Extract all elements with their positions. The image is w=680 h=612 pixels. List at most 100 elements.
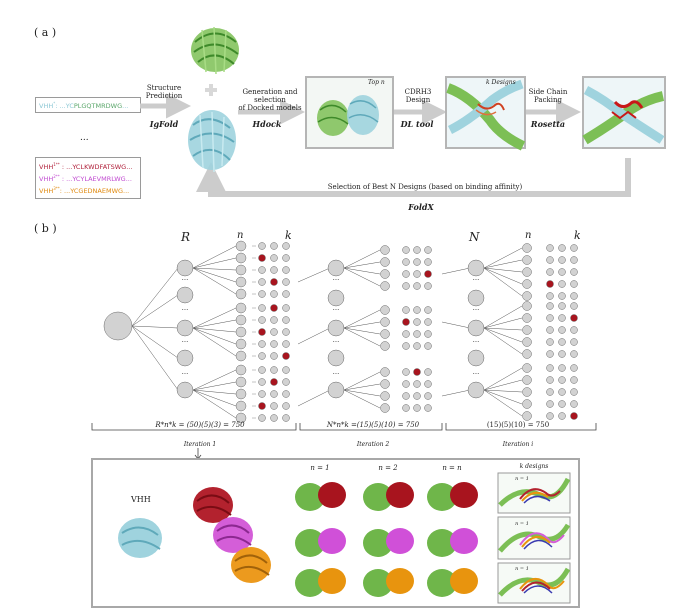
iteration-1-name: Iteration 1 [183,441,217,448]
iteri-k-node [546,400,554,408]
header-N: N [469,230,480,244]
n-node [235,338,247,350]
iteri-n-node [522,363,532,373]
complex-binder [450,528,478,554]
feedback-label: Selection of Best N Designs (based on bi… [327,183,523,191]
r-node [176,381,194,399]
iteri-node [467,349,485,367]
complex-binder [450,482,478,508]
variant-1-colon: : ... [59,163,73,172]
iteri-k-node [546,388,554,396]
ellipsis-dots: ··· [473,338,480,346]
iter2-n-node [380,317,390,327]
ellipsis-dots: ··· [182,338,189,346]
k-node [258,290,266,298]
n-node [235,326,247,338]
iteri-k-node [546,268,554,276]
n-node [235,288,247,300]
iter2-k-node [424,380,432,388]
tree-edge [297,327,331,345]
complex-target [427,529,457,557]
iter2-k-node [402,368,410,376]
header-n-2: n [525,230,532,241]
iteri-k-node [570,326,578,334]
tree-edge [483,259,523,269]
iteri-k-node [546,280,554,288]
iter2-k-node [402,258,410,266]
iter2-k-node [413,342,421,350]
iter2-k-node [424,330,432,338]
k-node [270,378,278,386]
iteri-k-node [546,302,554,310]
iter2-k-node [424,282,432,290]
iter2-k-node [424,342,432,350]
iteri-n-node [522,375,532,385]
k-node [270,254,278,262]
r-node [176,349,194,367]
k-node [258,316,266,324]
iter2-k-node [402,404,410,412]
variant-magenta-image [213,517,253,553]
header-k-1: k [285,229,292,242]
tree-edge [192,327,237,345]
iter2-k-node [424,258,432,266]
ellipsis-dots: ··· [333,306,340,314]
n-node [235,388,247,400]
k-node [258,352,266,360]
variant-1: VHH1** : ...YCLKWDFATSWG... [39,160,137,172]
iter2-k-node [402,306,410,314]
tree-edge [343,371,381,391]
k-node [282,328,290,336]
complex-binder [386,528,414,554]
k-node [282,316,290,324]
iter2-node [327,259,345,277]
panel-a-graphics [140,26,666,197]
iter2-k-node [413,270,421,278]
complex-binder [386,482,414,508]
n-node [235,376,247,388]
target-protein-image [191,26,239,75]
iteri-n-node [522,399,532,409]
col-label-n2: n = 2 [378,464,398,472]
iteri-k-node [558,350,566,358]
iter2-k-node [424,270,432,278]
iter2-k-node [402,330,410,338]
iteri-k-node [558,244,566,252]
tree-edge [192,267,237,283]
ellipsis-dots: ··· [473,306,480,314]
iteri-node [467,289,485,307]
iteri-k-node [570,412,578,420]
tree-edge [483,267,523,285]
iteri-k-node [546,244,554,252]
iteration-1-formula: R*n*k = (50)(5)(3) = 750 [155,421,245,429]
tree-edge [192,389,237,407]
tree-edge [483,317,523,329]
iter2-n-node [380,341,390,351]
k-node [282,352,290,360]
iteri-n-node [522,301,532,311]
col-label-n1: n = 1 [310,464,330,472]
iteri-k-node [546,314,554,322]
iteri-k-node [546,338,554,346]
iteri-k-node [558,376,566,384]
tree-edge [441,389,471,397]
k-design-curves [498,477,571,597]
iter2-k-node [402,270,410,278]
n-node [235,302,247,314]
brace-iteration-i [445,423,597,431]
iteri-n-node [522,313,532,323]
k-node [258,414,266,422]
iteri-k-node [570,376,578,384]
iteri-k-node [558,412,566,420]
tree-edge [192,267,237,271]
k-node [270,266,278,274]
k-node [258,254,266,262]
variant-2-prefix: VHH [39,175,54,184]
iter2-n-node [380,367,390,377]
variant-1-prefix: VHH [39,163,54,172]
k-sub-label-2: n = 1 [515,521,529,527]
tree-edge [483,389,523,393]
tree-edge [343,389,381,409]
tree-edge [483,389,523,417]
vhh-seq-body: PLGQTMRDWG [73,102,123,111]
